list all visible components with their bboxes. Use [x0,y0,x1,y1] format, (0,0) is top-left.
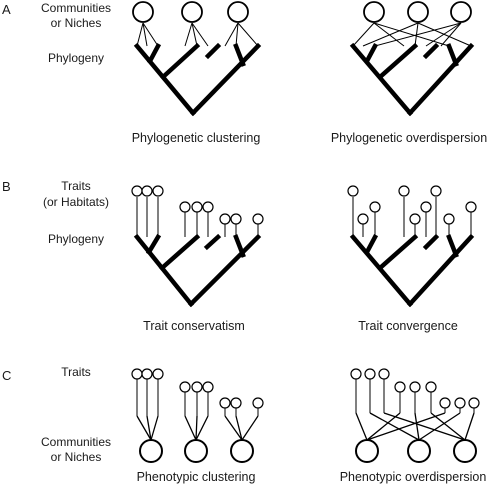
trait-marker [141,368,153,380]
panel-c: C Traits Communities or Niches [2,365,486,484]
trait-marker [357,213,369,225]
panel-a: A Communities or Niches Phylogeny [2,1,487,145]
community-circle [181,1,203,23]
trait-marker [202,201,214,213]
trait-marker [252,213,264,225]
community-circle [453,439,477,463]
trait-marker [219,397,231,409]
trait-marker [347,185,359,197]
caption-trait-conservatism: Trait conservatism [143,319,245,333]
phylogeny-tree [349,233,475,308]
tree-trait-convergence [347,185,477,308]
community-links [136,22,259,47]
panel-b-top-label-line1: Traits [61,179,91,193]
community-circles [132,1,249,23]
trait-marker [350,368,362,380]
community-circle [227,1,249,23]
community-circle [132,1,154,23]
community-circle [230,439,254,463]
panel-c-top-label: Traits [61,365,91,379]
trait-sticks [136,197,259,237]
community-circle [363,1,385,23]
trait-marker [409,381,421,393]
trait-marker [219,213,231,225]
trait-marker [439,397,451,409]
community-circle [355,439,379,463]
traits-phenotypic-overdispersion [350,368,480,463]
trait-markers [131,368,264,409]
caption-phylogenetic-clustering: Phylogenetic clustering [132,131,261,145]
trait-marker [131,368,143,380]
trait-marker [454,397,466,409]
community-circles [139,439,254,463]
community-links [352,22,472,47]
trait-marker [191,201,203,213]
trait-marker [141,185,153,197]
trait-marker [430,185,442,197]
tree-phylogenetic-overdispersion [349,1,475,117]
trait-marker [364,368,376,380]
community-links [355,412,475,441]
caption-phenotypic-clustering: Phenotypic clustering [137,470,256,484]
panel-b: B Traits (or Habitats) Phylogeny [2,179,477,333]
community-links [136,415,259,441]
trait-marker [152,185,164,197]
phylogeny-tree [133,42,262,117]
tree-phylogenetic-clustering [132,1,262,117]
community-circle [407,439,431,463]
tree-trait-conservatism [131,185,264,308]
phylogeny-tree [133,233,262,308]
panel-letter-b: B [2,179,11,194]
panel-b-bottom-label: Phylogeny [48,232,104,246]
panel-c-bottom-label-line1: Communities [41,435,111,449]
trait-marker [369,201,381,213]
trait-markers [347,185,477,225]
community-circle [450,1,472,23]
trait-sticks [352,197,472,237]
trait-marker [425,381,437,393]
traits-phenotypic-clustering [131,368,264,463]
community-circle [139,439,163,463]
community-circle [184,439,208,463]
trait-marker [443,213,455,225]
caption-phylogenetic-overdispersion: Phylogenetic overdispersion [331,131,487,145]
trait-sticks [355,379,475,413]
community-circles [363,1,472,23]
panel-letter-c: C [2,368,11,383]
community-circles [355,439,477,463]
panel-a-bottom-label: Phylogeny [48,51,104,65]
trait-marker [131,185,143,197]
trait-marker [468,397,480,409]
trait-marker [191,381,203,393]
trait-marker [394,381,406,393]
trait-marker [398,185,410,197]
trait-marker [230,397,242,409]
trait-marker [409,213,421,225]
trait-markers [131,185,264,225]
panel-a-top-label-line2: or Niches [51,16,102,30]
trait-markers [350,368,480,409]
panel-b-top-label-line2: (or Habitats) [43,195,109,209]
panel-letter-a: A [2,2,11,17]
panel-a-top-label-line1: Communities [41,1,111,15]
trait-marker [378,368,390,380]
phylogeny-tree [349,42,475,117]
trait-marker [202,381,214,393]
caption-phenotypic-overdispersion: Phenotypic overdispersion [340,470,487,484]
trait-sticks [136,379,259,416]
trait-marker [230,213,242,225]
trait-marker [465,201,477,213]
panel-c-bottom-label-line2: or Niches [51,450,102,464]
trait-marker [252,397,264,409]
trait-marker [152,368,164,380]
trait-marker [420,201,432,213]
trait-marker [179,201,191,213]
community-circle [407,1,429,23]
trait-marker [179,381,191,393]
caption-trait-convergence: Trait convergence [358,319,458,333]
